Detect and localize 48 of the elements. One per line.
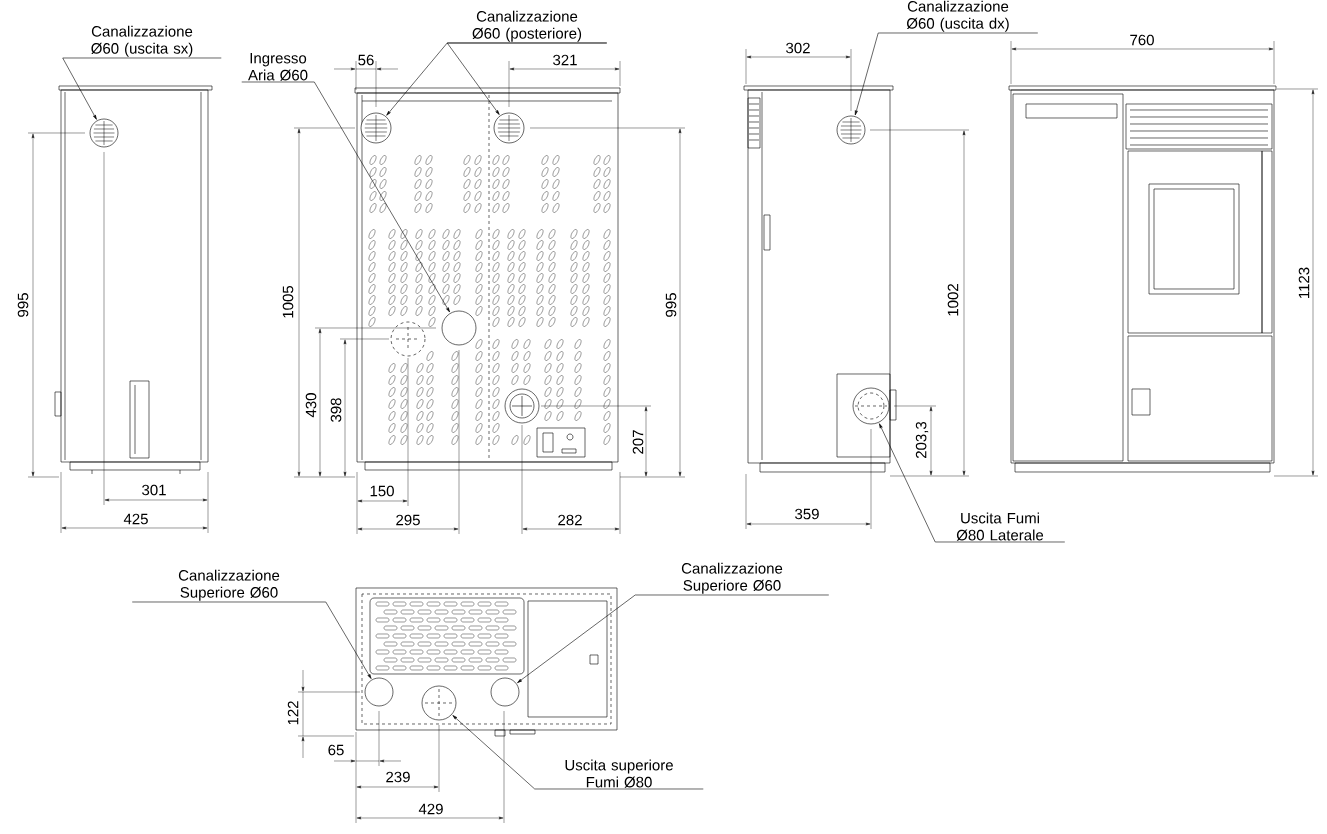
- dimension-value: 1002: [947, 284, 959, 316]
- duct-outlet: [493, 112, 525, 144]
- callout-text: Uscita superiore Fumi Ø80: [565, 759, 673, 788]
- leader-line: [879, 423, 1066, 543]
- pipe-opening: [852, 387, 890, 425]
- dimension-value: 302: [786, 42, 810, 54]
- dimension-value: 398: [330, 398, 342, 422]
- pipe-opening: [421, 685, 457, 721]
- dimension-value: 425: [123, 513, 148, 525]
- dimension-value: 239: [386, 771, 410, 783]
- leader-line: [131, 601, 372, 679]
- callout-text: Canalizzazione Ø60 (posteriore): [472, 10, 582, 42]
- dimension-value: 429: [418, 803, 443, 815]
- dimension-value: 760: [1130, 34, 1154, 46]
- duct-outlet: [89, 118, 119, 148]
- callout-text: Canalizzazione Superiore Ø60: [681, 562, 783, 594]
- callout-text: Canalizzazione Superiore Ø60: [178, 569, 280, 601]
- pipe-opening: [364, 677, 394, 707]
- dimension-value: 1123: [1298, 267, 1310, 298]
- dimension-value: 295: [396, 514, 420, 526]
- dimension-value: 430: [305, 393, 317, 418]
- dimension-value: 995: [17, 293, 29, 317]
- dimension-value: 207: [632, 430, 644, 454]
- callout-text: Canalizzazione Ø60 (uscita sx): [91, 25, 193, 57]
- leader-line: [452, 715, 704, 790]
- dimension-value: 122: [287, 701, 299, 725]
- duct-outlet: [360, 112, 392, 144]
- dimension-value: 995: [665, 293, 677, 317]
- dimension-value: 321: [553, 54, 577, 66]
- duct-outlet: [836, 115, 866, 145]
- leader-line: [62, 57, 222, 120]
- leader-line: [446, 42, 608, 115]
- leader-line: [241, 81, 450, 313]
- dimension-value: 1005: [282, 285, 294, 318]
- dimension-value: 56: [358, 54, 374, 66]
- dimension-value: 301: [142, 484, 166, 496]
- pipe-opening: [490, 677, 520, 707]
- dimension-value: 203,3: [915, 421, 929, 458]
- pipe-opening: [441, 310, 477, 346]
- dimension-value: 150: [370, 485, 394, 497]
- leader-line: [854, 32, 1039, 116]
- dimension-value: 65: [328, 744, 344, 756]
- callout-text: Uscita Fumi Ø80 Laterale: [956, 512, 1044, 541]
- callout-text: Ingresso Aria Ø60: [248, 53, 308, 81]
- dimension-value: 359: [795, 508, 819, 520]
- dimension-value: 282: [558, 514, 582, 526]
- leader-line: [517, 594, 830, 683]
- callout-text: Canalizzazione Ø60 (uscita dx): [906, 0, 1009, 32]
